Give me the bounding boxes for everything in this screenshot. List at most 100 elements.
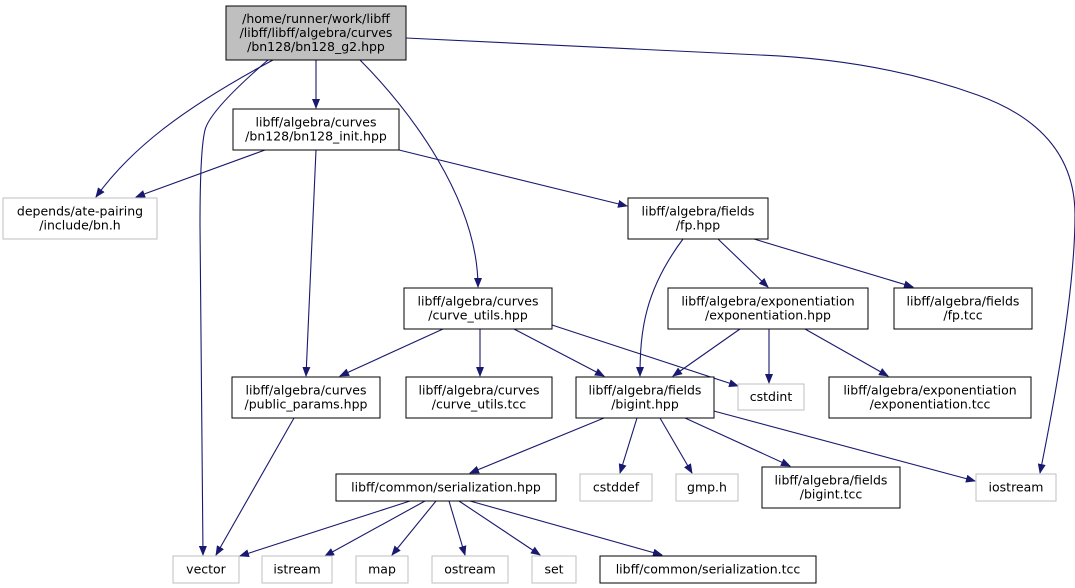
node-label-bn128_init-line-0: libff/algebra/curves: [256, 115, 377, 130]
edge-bigint_hpp-to-bigint_tcc: [684, 417, 791, 467]
node-label-exponentiation_hpp-line-1: /exponentiation.hpp: [705, 308, 831, 323]
node-gmp_h: gmp.h: [675, 473, 739, 502]
node-box-gmp_h: [675, 473, 739, 502]
nodes-layer: /home/runner/work/libff/libff/libff/alge…: [2, 5, 1057, 584]
node-istream: istream: [261, 555, 333, 584]
edge-serialization_hpp-to-serialization_tcc: [469, 500, 663, 557]
node-box-bn128_init: [232, 108, 400, 151]
node-box-bigint_tcc: [761, 466, 901, 509]
node-box-serialization_hpp: [335, 473, 557, 502]
node-bn128_g2[interactable]: /home/runner/work/libff/libff/libff/alge…: [225, 5, 407, 61]
edge-serialization_hpp-to-map: [391, 500, 437, 556]
node-box-fp_hpp: [627, 197, 769, 240]
node-box-serialization_tcc: [599, 555, 817, 584]
node-label-curve_utils_tcc-line-0: libff/algebra/curves: [419, 383, 540, 398]
node-exponentiation_hpp[interactable]: libff/algebra/exponentiation/exponentiat…: [667, 287, 869, 330]
node-curve_utils_tcc[interactable]: libff/algebra/curves/curve_utils.tcc: [405, 376, 553, 419]
edge-bn128_init-to-public_params: [302, 149, 317, 377]
node-label-exponentiation_tcc-line-1: /exponentiation.tcc: [870, 397, 991, 412]
node-label-bn128_g2-line-0: /home/runner/work/libff: [242, 11, 390, 26]
node-label-gmp_h-line-0: gmp.h: [687, 480, 727, 495]
node-label-cstddef-line-0: cstddef: [593, 480, 640, 495]
node-label-curve_utils_hpp-line-0: libff/algebra/curves: [418, 294, 539, 309]
node-box-iostream: [975, 473, 1057, 502]
node-label-curve_utils_tcc-line-1: /curve_utils.tcc: [432, 397, 527, 412]
edge-bn128_g2-to-curve_utils_hpp: [359, 59, 482, 288]
node-label-public_params-line-1: /public_params.hpp: [245, 397, 368, 412]
edge-serialization_hpp-to-set: [458, 500, 541, 556]
node-label-istream-line-0: istream: [273, 562, 320, 577]
node-label-bn_h-line-1: /include/bn.h: [39, 218, 120, 233]
edge-bn128_g2-to-iostream: [405, 37, 1075, 474]
node-bn128_init[interactable]: libff/algebra/curves/bn128/bn128_init.hp…: [232, 108, 400, 151]
node-label-fp_tcc-line-0: libff/algebra/fields: [907, 294, 1020, 309]
edge-serialization_hpp-to-istream: [324, 500, 426, 557]
node-exponentiation_tcc[interactable]: libff/algebra/exponentiation/exponentiat…: [828, 376, 1032, 419]
node-bigint_hpp[interactable]: libff/algebra/fields/bigint.hpp: [575, 376, 715, 419]
edge-bn128_init-to-bn_h: [135, 149, 266, 198]
node-label-iostream-line-0: iostream: [989, 480, 1044, 495]
edge-public_params-to-vector: [215, 417, 295, 556]
node-label-exponentiation_hpp-line-0: libff/algebra/exponentiation: [681, 294, 854, 309]
node-label-vector-line-0: vector: [186, 562, 227, 577]
node-bigint_tcc[interactable]: libff/algebra/fields/bigint.tcc: [761, 466, 901, 509]
node-label-fp_tcc-line-1: /fp.tcc: [943, 308, 982, 323]
node-map: map: [355, 555, 409, 584]
node-box-exponentiation_tcc: [828, 376, 1032, 419]
node-label-serialization_hpp-line-0: libff/common/serialization.hpp: [351, 480, 541, 495]
node-label-exponentiation_tcc-line-0: libff/algebra/exponentiation: [843, 383, 1016, 398]
node-label-bigint_tcc-line-0: libff/algebra/fields: [775, 473, 888, 488]
node-label-bn128_g2-line-1: /libff/libff/algebra/curves: [240, 25, 393, 40]
node-label-bn128_init-line-1: /bn128/bn128_init.hpp: [245, 129, 387, 144]
node-box-fp_tcc: [893, 287, 1033, 330]
edge-bn128_g2-to-vector: [198, 59, 269, 556]
node-fp_tcc[interactable]: libff/algebra/fields/fp.tcc: [893, 287, 1033, 330]
node-box-bigint_hpp: [575, 376, 715, 419]
edge-serialization_hpp-to-vector: [239, 500, 411, 558]
edge-bn128_g2-to-bn_h: [95, 59, 274, 198]
node-box-istream: [261, 555, 333, 584]
node-box-public_params: [231, 376, 381, 419]
edges-layer: [95, 37, 1075, 558]
edge-bigint_hpp-to-gmp_h: [659, 417, 693, 474]
node-label-curve_utils_hpp-line-1: /curve_utils.hpp: [428, 308, 528, 323]
node-ostream: ostream: [431, 555, 509, 584]
node-box-vector: [172, 555, 240, 584]
node-cstddef: cstddef: [579, 473, 653, 502]
node-public_params[interactable]: libff/algebra/curves/public_params.hpp: [231, 376, 381, 419]
node-serialization_tcc[interactable]: libff/common/serialization.tcc: [599, 555, 817, 584]
node-label-serialization_tcc-line-0: libff/common/serialization.tcc: [616, 562, 801, 577]
node-box-cstddef: [579, 473, 653, 502]
edge-serialization_hpp-to-ostream: [448, 500, 467, 556]
node-label-bn128_g2-line-2: /bn128/bn128_g2.hpp: [247, 39, 385, 54]
edge-bigint_hpp-to-iostream: [709, 409, 976, 483]
node-fp_hpp[interactable]: libff/algebra/fields/fp.hpp: [627, 197, 769, 240]
node-box-bn128_g2: [225, 5, 407, 61]
node-set: set: [531, 555, 577, 584]
node-box-ostream: [431, 555, 509, 584]
node-box-curve_utils_tcc: [405, 376, 553, 419]
node-cstdint: cstdint: [737, 383, 805, 411]
node-label-fp_hpp-line-1: /fp.hpp: [676, 218, 720, 233]
node-label-bigint_hpp-line-0: libff/algebra/fields: [589, 383, 702, 398]
node-box-set: [531, 555, 577, 584]
node-label-fp_hpp-line-0: libff/algebra/fields: [642, 204, 755, 219]
edge-curve_utils_hpp-to-bigint_hpp: [513, 328, 605, 377]
node-label-set-line-0: set: [544, 562, 563, 577]
edge-bigint_hpp-to-serialization_hpp: [469, 417, 605, 474]
edge-exponentiation_hpp-to-exponentiation_tcc: [804, 328, 889, 377]
node-box-map: [355, 555, 409, 584]
node-label-bigint_hpp-line-1: /bigint.hpp: [611, 397, 679, 412]
edge-fp_hpp-to-fp_tcc: [753, 238, 914, 289]
node-curve_utils_hpp[interactable]: libff/algebra/curves/curve_utils.hpp: [403, 287, 553, 330]
node-iostream: iostream: [975, 473, 1057, 502]
node-box-curve_utils_hpp: [403, 287, 553, 330]
node-box-exponentiation_hpp: [667, 287, 869, 330]
node-serialization_hpp[interactable]: libff/common/serialization.hpp: [335, 473, 557, 502]
node-label-bigint_tcc-line-1: /bigint.tcc: [800, 487, 863, 502]
node-label-cstdint-line-0: cstdint: [750, 389, 793, 404]
node-label-bn_h-line-0: depends/ate-pairing: [17, 204, 143, 219]
edge-fp_hpp-to-exponentiation_hpp: [717, 238, 769, 288]
edge-exponentiation_hpp-to-bigint_hpp: [672, 328, 741, 377]
